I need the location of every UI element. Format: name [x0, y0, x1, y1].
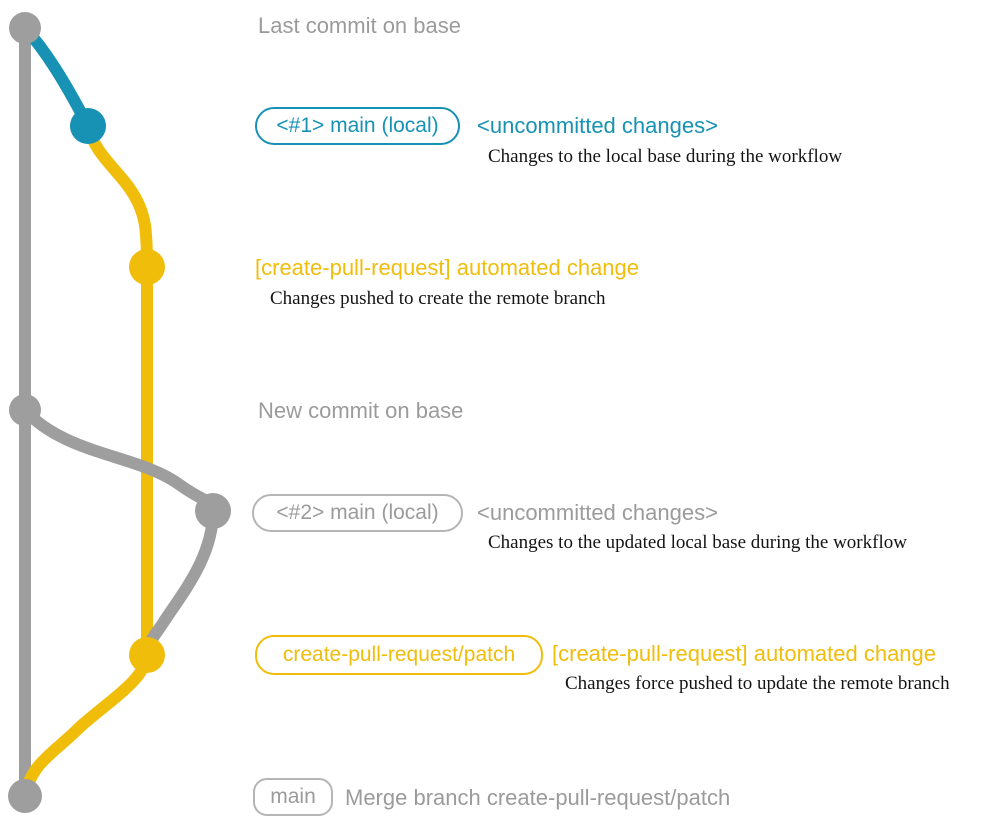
branch-badge-label: <#2> main (local): [276, 501, 439, 524]
branch-badge-main: main: [253, 778, 333, 816]
commit-node-automated-2: [129, 637, 165, 673]
merge-commit-label: Merge branch create-pull-request/patch: [345, 785, 731, 810]
new-commit-label: New commit on base: [258, 398, 464, 423]
commit-node-automated-1: [129, 249, 165, 285]
updated-base-rebase-line: [20, 405, 220, 656]
automated-change-heading-1: [create-pull-request] automated change: [255, 255, 640, 280]
automated-change-description-1: Changes pushed to create the remote bran…: [270, 288, 606, 309]
commit-node-merge: [8, 779, 42, 813]
branch-badge-create-pull-request-patch: create-pull-request/patch: [255, 635, 543, 675]
commit-node-local-main-2: [195, 493, 231, 529]
git-graph: [8, 12, 231, 813]
branch-badge-label: main: [270, 785, 316, 808]
uncommitted-changes-heading-1: <uncommitted changes>: [477, 113, 718, 138]
automated-change-description-2: Changes force pushed to update the remot…: [565, 673, 950, 694]
branch-badge-label: <#1> main (local): [276, 114, 439, 137]
uncommitted-changes-description-2: Changes to the updated local base during…: [488, 532, 907, 553]
last-commit-label: Last commit on base: [258, 13, 461, 38]
branch-badge-main-local-2: <#2> main (local): [252, 494, 463, 532]
automated-change-heading-2: [create-pull-request] automated change: [552, 641, 937, 666]
commit-node-last-base: [9, 12, 41, 44]
uncommitted-changes-description-1: Changes to the local base during the wor…: [488, 146, 843, 167]
commit-node-local-main-1: [70, 108, 106, 144]
commit-node-new-base: [9, 394, 41, 426]
branch-badge-label: create-pull-request/patch: [282, 643, 516, 666]
branch-badge-main-local-1: <#1> main (local): [255, 107, 460, 145]
create-pull-request-branch-line: [20, 124, 153, 794]
uncommitted-changes-heading-2: <uncommitted changes>: [477, 500, 718, 525]
